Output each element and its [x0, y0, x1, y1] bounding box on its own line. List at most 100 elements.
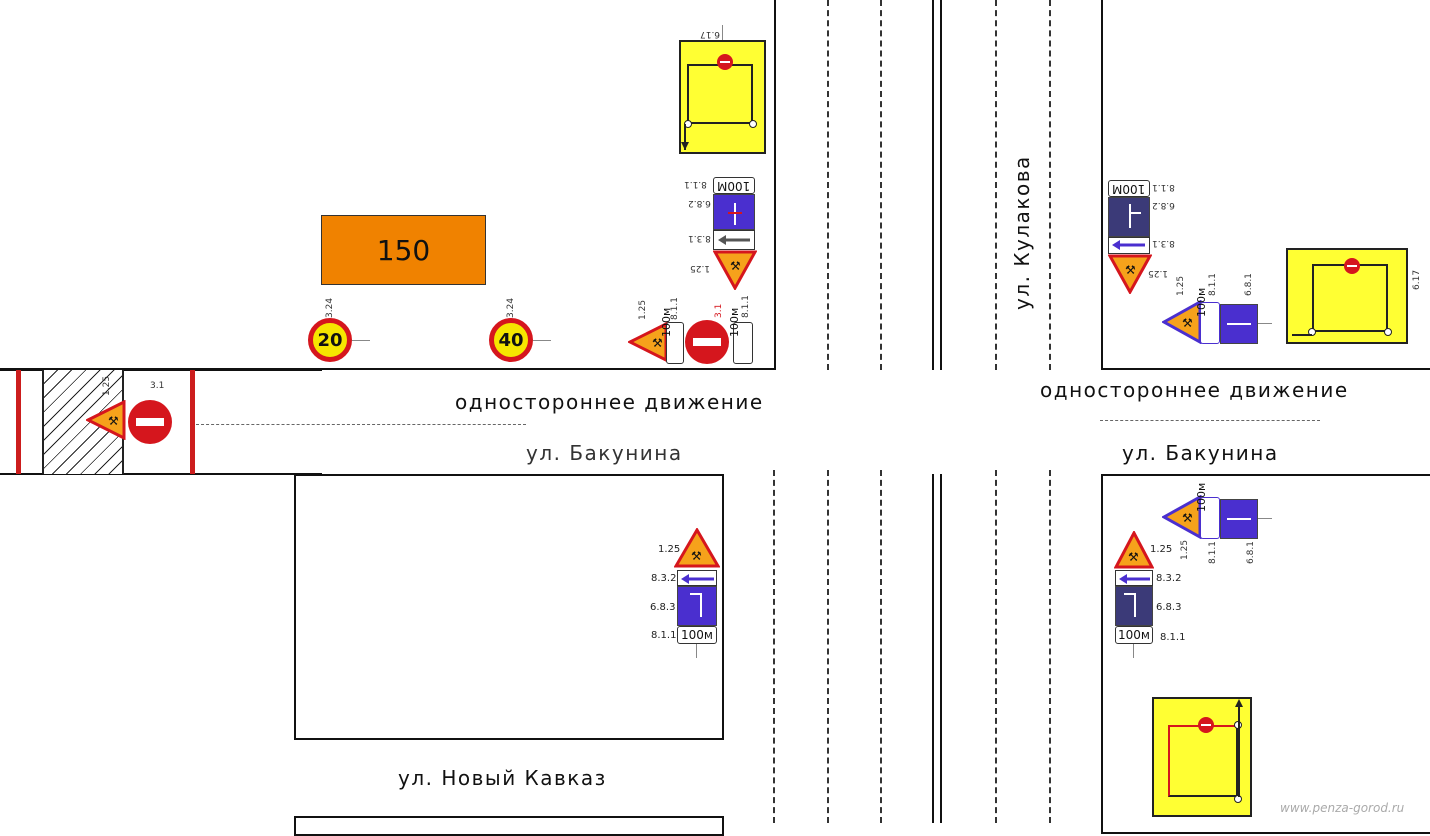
code-8-1-1-c: 8.1.1 — [684, 179, 707, 189]
code-1-25-a: 1.25 — [638, 299, 648, 320]
block-top-left — [0, 0, 776, 370]
kulakova-center-line-4 — [940, 474, 942, 823]
bakunina-center-dash-right — [1100, 420, 1320, 421]
lane-arrow-sign-d — [1115, 570, 1153, 586]
plate-100m-g: 100м — [1195, 482, 1220, 539]
no-entry-sign-b — [128, 400, 172, 444]
speed-40-post — [533, 340, 551, 341]
code-8-1-1-b: 8.1.1 — [741, 295, 751, 318]
detour-box: 150 — [321, 215, 486, 285]
kulakova-center-line-3 — [932, 474, 934, 823]
blue-info-sign-a — [713, 194, 755, 230]
code-8-1-1-g: 8.1.1 — [1208, 541, 1218, 564]
lane-arrow-sign-c — [1108, 237, 1150, 254]
kulakova-lane-2 — [827, 0, 829, 370]
lane-arrow-sign-a — [713, 230, 755, 250]
code-6-17-a: 6.17 — [700, 29, 721, 39]
code-1-25-h: 1.25 — [1150, 544, 1173, 555]
label-novyi-kavkaz: ул. Новый Кавказ — [398, 766, 607, 790]
roadworks-sign-e: ⚒ — [1108, 254, 1152, 294]
speed-20-code: 3.24 — [325, 297, 335, 318]
svg-text:⚒: ⚒ — [1128, 550, 1139, 564]
label-one-way-left: одностороннее движение — [455, 390, 764, 414]
bottom-left-post — [696, 644, 697, 658]
code-1-25-c: 1.25 — [102, 375, 112, 396]
top-right-post — [1258, 323, 1272, 324]
scheme-sign-top-left — [679, 40, 766, 154]
code-6-8-1-b: 6.8.1 — [1246, 541, 1256, 564]
plate-100m-a: 100м — [660, 307, 684, 364]
svg-text:⚒: ⚒ — [691, 549, 702, 563]
code-1-25-d: 1.25 — [658, 544, 681, 555]
speed-40-code: 3.24 — [506, 297, 516, 318]
code-8-3-2-a: 8.3.2 — [651, 573, 677, 584]
block-bottom-left-2 — [294, 816, 724, 836]
svg-text:⚒: ⚒ — [1125, 263, 1136, 277]
roadworks-sign-b: ⚒ — [713, 250, 757, 290]
kulakova-lane-5b — [1049, 470, 1051, 823]
code-8-3-1-a: 8.3.1 — [688, 233, 711, 243]
speed-20-post — [352, 340, 370, 341]
kulakova-lane-1 — [773, 470, 775, 823]
scheme-sign-top-right — [1286, 248, 1408, 344]
blue-info-sign-b — [677, 586, 717, 626]
code-3-1-b: 3.1 — [150, 381, 165, 391]
label-one-way-right: одностороннее движение — [1040, 378, 1349, 402]
plate-100m-c: 100M — [713, 177, 755, 194]
plate-100m-h: 100м — [1115, 626, 1153, 644]
code-1-25-e: 1.25 — [1148, 268, 1169, 278]
kulakova-lane-2b — [827, 470, 829, 823]
label-bakunina-left: ул. Бакунина — [526, 441, 683, 465]
kulakova-lane-5 — [1049, 0, 1051, 370]
code-6-17-b: 6.17 — [1412, 269, 1422, 290]
roadworks-sign-d: ⚒ — [674, 528, 720, 568]
code-1-25-f: 1.25 — [1176, 275, 1186, 296]
code-8-1-1-h: 8.1.1 — [1160, 632, 1186, 643]
code-6-8-2-a: 6.8.2 — [688, 198, 711, 208]
blue-info-sign-e — [1220, 499, 1258, 539]
svg-text:⚒: ⚒ — [730, 259, 741, 273]
kulakova-lane-3b — [880, 470, 882, 823]
plate-100m-f: 100м — [1195, 287, 1220, 344]
barrier-right — [190, 370, 195, 474]
barrier-left — [16, 370, 21, 474]
code-1-25-g: 1.25 — [1180, 539, 1190, 560]
bottom-right-post-a — [1258, 518, 1272, 519]
roadworks-sign-c: ⚒ — [86, 400, 126, 440]
blue-info-sign-c — [1108, 197, 1150, 237]
label-kulakova: ул. Кулакова — [1010, 155, 1034, 310]
code-8-3-2-b: 8.3.2 — [1156, 573, 1182, 584]
bakunina-center-dash-left — [196, 424, 526, 425]
code-6-8-2-b: 6.8.2 — [1152, 200, 1175, 210]
svg-text:⚒: ⚒ — [108, 414, 119, 428]
code-6-8-3-b: 6.8.3 — [1156, 602, 1182, 613]
watermark: www.penza-gorod.ru — [1280, 801, 1405, 815]
svg-text:⚒: ⚒ — [1182, 511, 1193, 525]
kulakova-center-line-1 — [932, 0, 934, 370]
kulakova-center-line-2 — [940, 0, 942, 370]
plate-100m-d: 100м — [677, 626, 717, 644]
kulakova-lane-4 — [995, 0, 997, 370]
kulakova-lane-4b — [995, 470, 997, 823]
block-bottom-left — [294, 474, 724, 740]
svg-text:⚒: ⚒ — [652, 336, 663, 350]
code-3-1-a: 3.1 — [714, 303, 724, 318]
block-bottom-right — [1101, 474, 1430, 834]
code-6-8-3-a: 6.8.3 — [650, 602, 676, 613]
blue-info-sign-f — [1115, 586, 1153, 626]
label-bakunina-right: ул. Бакунина — [1122, 441, 1279, 465]
speed-limit-20-sign: 20 — [308, 318, 352, 362]
no-entry-sign-a — [685, 320, 729, 364]
scheme-top-left-post — [722, 25, 723, 40]
plate-100m-b: 100м — [728, 307, 753, 364]
speed-limit-40-sign: 40 — [489, 318, 533, 362]
scheme-sign-bottom-right — [1152, 697, 1252, 817]
bottom-right-post-b — [1133, 644, 1134, 658]
blue-info-sign-d — [1220, 304, 1258, 344]
plate-100m-e: 100M — [1108, 180, 1150, 197]
detour-box-label: 150 — [376, 233, 431, 267]
code-8-1-1-f: 8.1.1 — [1208, 273, 1218, 296]
code-8-1-1-a: 8.1.1 — [670, 297, 680, 320]
roadworks-sign-h: ⚒ — [1114, 531, 1154, 569]
code-1-25-b: 1.25 — [690, 263, 711, 273]
